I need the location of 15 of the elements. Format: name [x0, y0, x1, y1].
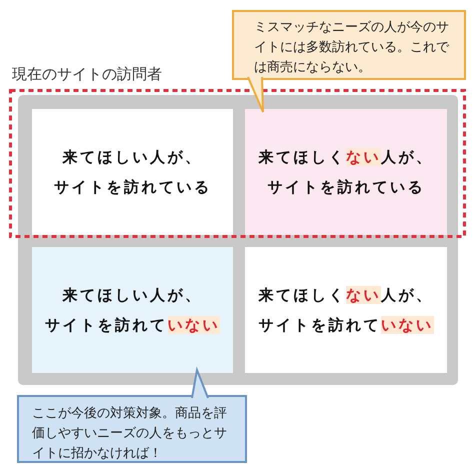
- region-title: 現在のサイトの訪問者: [12, 64, 162, 84]
- callout-pointer: [191, 366, 209, 399]
- speech-bubble: [17, 395, 247, 463]
- quadrant-text: 来てほしい人が、サイトを訪れている: [52, 147, 212, 198]
- matrix-quadrant: [245, 247, 447, 373]
- callout-text: ここが今後の対策対象。商品を評価しやすいニーズの人をもっとサイトに招かなければ！: [32, 405, 228, 463]
- matrix-quadrant: [32, 109, 233, 235]
- callout-text: ミスマッチなニーズの人が今のサイトには多数訪れている。これでは商売にならない。: [254, 19, 450, 77]
- quadrant-text: 来てほしくない人が、サイトを訪れていない: [257, 285, 434, 336]
- callout-pointer: [247, 76, 264, 113]
- matrix-quadrant: [245, 109, 447, 235]
- speech-bubble: [232, 10, 466, 80]
- quadrant-text: 来てほしい人が、サイトを訪れていない: [44, 285, 221, 336]
- quadrant-text: 来てほしくない人が、サイトを訪れている: [257, 147, 434, 198]
- matrix-quadrant: [32, 247, 233, 373]
